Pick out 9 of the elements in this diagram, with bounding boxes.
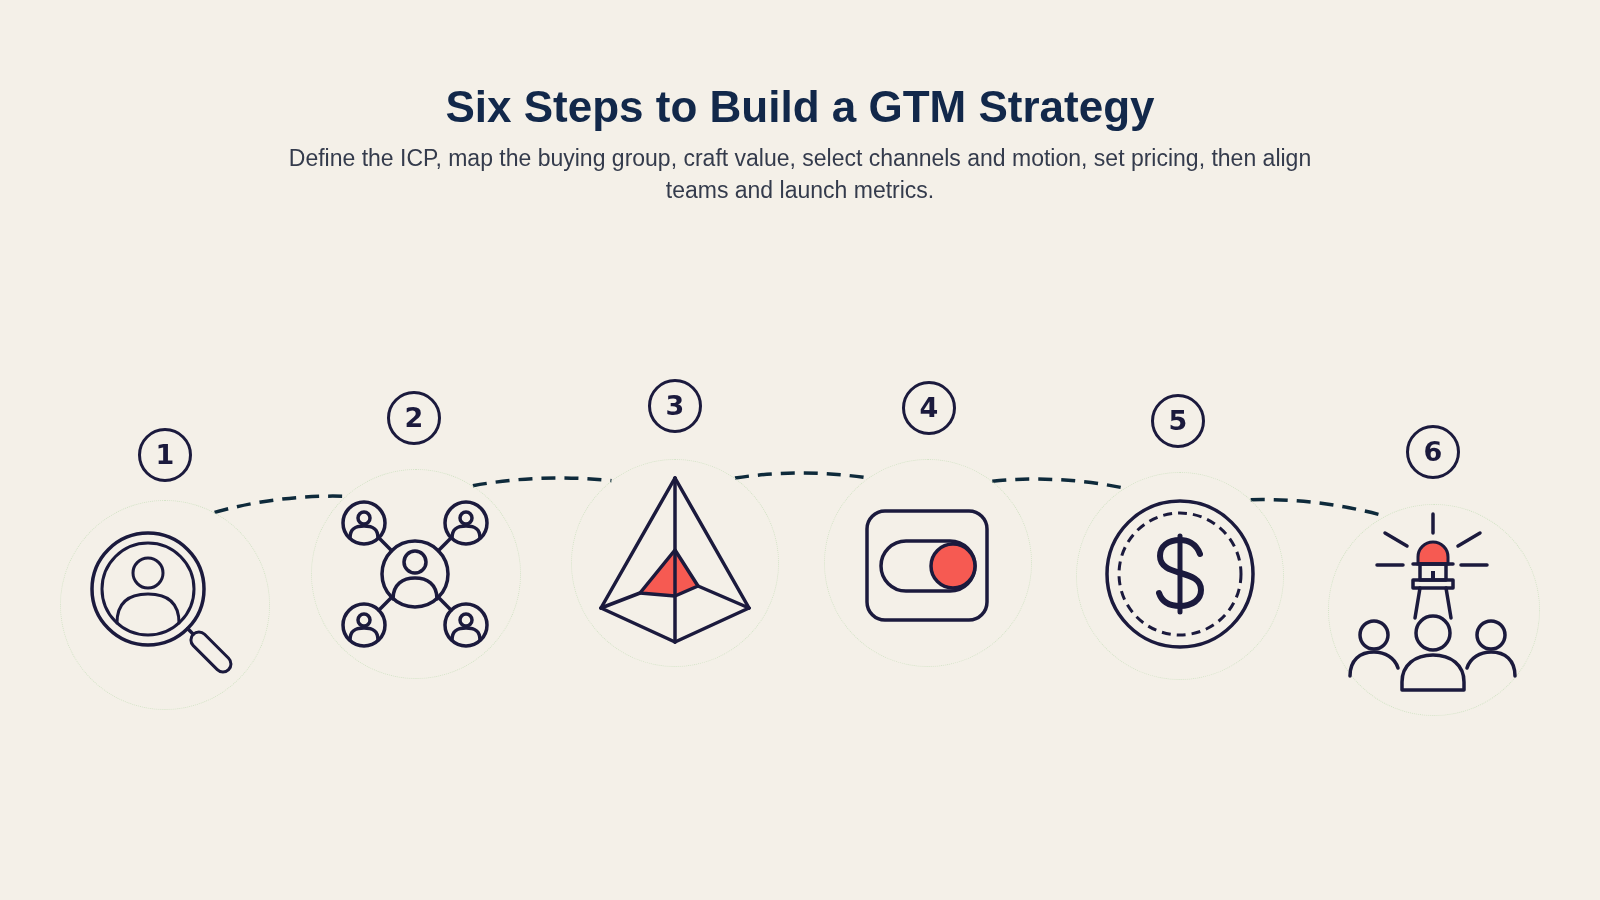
step-number-badge: 6 xyxy=(1406,425,1460,479)
subtitle: Define the ICP, map the buying group, craft value, select channels and motion, set pricing, then align teams and launch metrics. xyxy=(287,144,1313,205)
dashed-connector xyxy=(472,476,612,488)
step-number-badge: 4 xyxy=(902,381,956,435)
step-number-badge: 3 xyxy=(648,379,702,433)
step-number-badge: 5 xyxy=(1151,394,1205,448)
step-number-badge: 2 xyxy=(387,391,441,445)
title: Six Steps to Build a GTM Strategy xyxy=(445,81,1155,133)
step-number-badge: 1 xyxy=(138,428,192,482)
